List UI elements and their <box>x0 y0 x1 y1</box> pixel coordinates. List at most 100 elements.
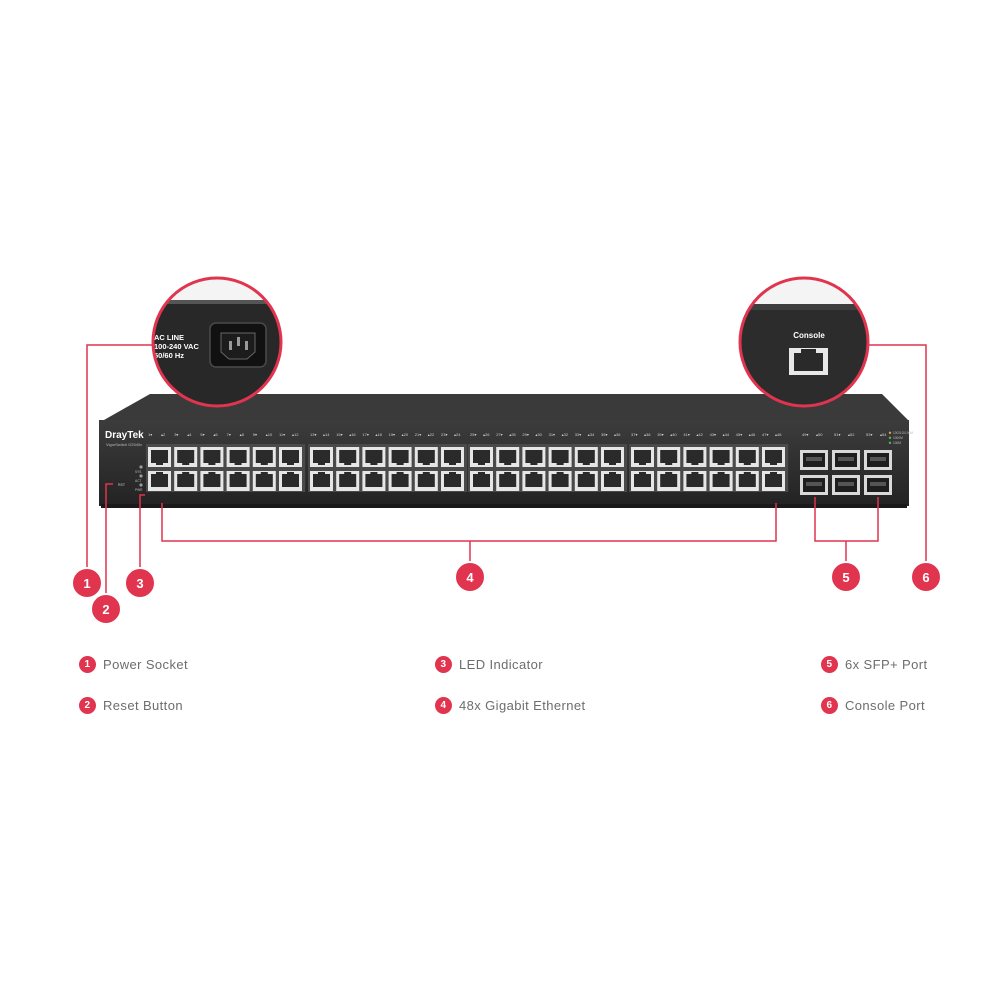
port-number: ▴34 <box>588 432 595 437</box>
port-number: ▴38 <box>644 432 651 437</box>
sfp-number: ▴52 <box>848 432 855 437</box>
port-number: ▴36 <box>614 432 621 437</box>
sfp-port-51 <box>832 450 860 470</box>
svg-text:2: 2 <box>102 602 109 617</box>
power-label-line-2: 100-240 VAC <box>154 342 199 351</box>
led-dot <box>139 474 143 478</box>
rj45-port-48 <box>762 471 785 491</box>
port-number: ▴18 <box>375 432 382 437</box>
zoom-power-ring <box>151 276 283 408</box>
port-number: ▴14 <box>323 432 330 437</box>
rj45-port-45 <box>735 447 759 467</box>
callout-line-6 <box>866 344 927 565</box>
legend-badge: 6 <box>821 697 838 714</box>
port-block <box>146 444 306 492</box>
legend-item-gigabit-ethernet: 4 48x Gigabit Ethernet <box>435 697 586 714</box>
rj45-port-35 <box>601 447 624 467</box>
port-number: ▴48 <box>775 432 782 437</box>
port-number: 21▾ <box>415 432 421 437</box>
port-number: 7▾ <box>227 432 231 437</box>
port-number: 43▾ <box>710 432 716 437</box>
rj45-port-4 <box>174 471 198 491</box>
port-number: ▴8 <box>240 432 245 437</box>
legend-item-sfp-port: 5 6x SFP+ Port <box>821 656 927 673</box>
rj45-port-18 <box>362 471 386 491</box>
port-number: ▴32 <box>562 432 569 437</box>
port-number: ▴6 <box>213 432 218 437</box>
port-number: 23▾ <box>441 432 447 437</box>
rj45-port-8 <box>226 471 250 491</box>
rj45-port-2 <box>148 471 171 491</box>
port-number: 35▾ <box>601 432 607 437</box>
svg-text:1: 1 <box>83 576 90 591</box>
port-number: ▴22 <box>428 432 435 437</box>
rj45-port-24 <box>441 471 464 491</box>
sfp-port-52 <box>832 475 860 495</box>
led-dot <box>139 465 143 469</box>
legend-badge: 3 <box>435 656 452 673</box>
switch-chassis-top <box>104 394 908 420</box>
port-number: 13▾ <box>310 432 316 437</box>
svg-text:3: 3 <box>136 576 143 591</box>
sfp-number: 53▾ <box>866 432 872 437</box>
port-number: ▴30 <box>535 432 542 437</box>
rj45-port-5 <box>200 447 224 467</box>
led-dot <box>139 483 143 487</box>
sfp-port-grid <box>800 450 892 495</box>
rj45-port-23 <box>441 447 464 467</box>
callout-badge-3: 3 <box>124 567 156 599</box>
rj45-port-7 <box>226 447 250 467</box>
port-number: 11▾ <box>279 432 285 437</box>
rj45-port-26 <box>470 471 493 491</box>
rj45-port-3 <box>174 447 198 467</box>
port-number: 3▾ <box>174 432 178 437</box>
rj45-port-19 <box>388 447 412 467</box>
port-number: 39▾ <box>657 432 663 437</box>
rj45-port-30 <box>522 471 546 491</box>
speed-label: 1000M <box>893 436 903 440</box>
legend-item-led-indicator: 3 LED Indicator <box>435 656 543 673</box>
legend-item-reset-button: 2 Reset Button <box>79 697 183 714</box>
port-number: ▴20 <box>402 432 409 437</box>
rj45-port-46 <box>735 471 759 491</box>
port-block <box>468 444 628 492</box>
rj45-port-34 <box>574 471 598 491</box>
callout-line-1 <box>86 344 155 580</box>
port-number: ▴24 <box>454 432 461 437</box>
rst-label: RST <box>118 483 126 487</box>
legend-badge: 2 <box>79 697 96 714</box>
brand-model: VigorSwitch G2540x <box>106 442 142 447</box>
port-number: 15▾ <box>336 432 342 437</box>
port-number: 31▾ <box>549 432 555 437</box>
callout-line-2 <box>105 483 113 606</box>
rj45-port-39 <box>657 447 681 467</box>
callout-badge-5: 5 <box>830 561 862 593</box>
port-number: 19▾ <box>389 432 395 437</box>
rj45-port-27 <box>496 447 520 467</box>
port-number: 27▾ <box>496 432 502 437</box>
port-number: ▴42 <box>696 432 703 437</box>
speed-dot <box>888 431 892 434</box>
callout-badge-4: 4 <box>454 561 486 593</box>
svg-text:5: 5 <box>842 570 849 585</box>
legend-item-power-socket: 1 Power Socket <box>79 656 188 673</box>
rj45-port-43 <box>709 447 733 467</box>
rj45-port-14 <box>310 471 333 491</box>
port-number: ▴16 <box>349 432 356 437</box>
port-number: ▴40 <box>670 432 677 437</box>
rj45-port-1 <box>148 447 171 467</box>
led-label: SYS <box>135 470 141 474</box>
sfp-port-50 <box>800 475 828 495</box>
port-number: 41▾ <box>683 432 689 437</box>
power-label-line-3: 50/60 Hz <box>154 351 184 360</box>
legend-label: 48x Gigabit Ethernet <box>459 698 586 713</box>
rj45-port-31 <box>548 447 572 467</box>
rj45-port-16 <box>336 471 360 491</box>
port-block <box>308 444 468 492</box>
rj45-port-28 <box>496 471 520 491</box>
switch-chassis-base <box>101 504 907 508</box>
rj45-port-47 <box>762 447 785 467</box>
rj45-port-41 <box>683 447 707 467</box>
